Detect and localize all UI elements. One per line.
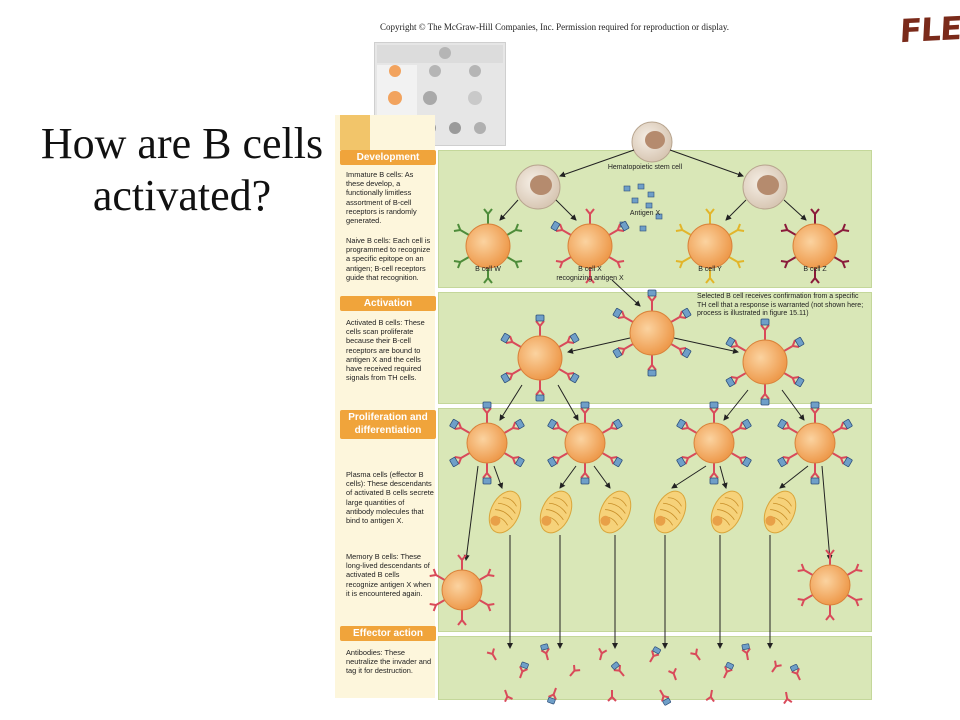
title-line-2: activated? (92, 171, 272, 220)
b-cell-z-label: B cell Z (803, 266, 827, 273)
stem-cell (631, 121, 673, 163)
plasma-cell-6 (757, 485, 803, 539)
b-cell-x-sublabel: recognizing antigen X (556, 275, 624, 282)
stage-activation-label: Activation (340, 296, 436, 311)
stage-effector-label: Effector action (340, 626, 436, 641)
stage-proliferation-label: Proliferation and differentiation (340, 410, 436, 439)
progenitor-cell-left (515, 164, 561, 210)
title-line-1: How are B cells (40, 119, 324, 168)
b-cell-y-label: B cell Y (698, 266, 722, 273)
activated-b-cell-center (611, 289, 693, 377)
antigen-x-label: Antigen X (629, 210, 661, 217)
b-cell-x (549, 208, 631, 284)
stage-development-label: Development (340, 150, 436, 165)
slide-title: How are B cells activated? (22, 118, 342, 222)
b-cell-y (674, 208, 746, 284)
overview-thumbnail (374, 42, 506, 146)
activated-b-cell-right (724, 318, 806, 406)
activated-b-cells-desc: Activated B cells: These cells scan prol… (346, 318, 425, 383)
plasma-cell-1 (482, 485, 528, 539)
progenitor-cell-right (742, 164, 788, 210)
plasma-cell-2 (533, 485, 579, 539)
plasma-cell-4 (647, 485, 693, 539)
memory-b-cell-left (428, 554, 496, 626)
proliferating-b-cell-1 (448, 401, 526, 485)
immature-b-cells-desc: Immature B cells: As these develop, a fu… (346, 170, 417, 226)
proliferating-b-cell-2 (546, 401, 624, 485)
proliferating-b-cell-4 (776, 401, 854, 485)
b-cell-w-label: B cell W (475, 266, 501, 273)
copyright-notice: Copyright © The McGraw-Hill Companies, I… (380, 22, 730, 32)
memory-b-cell-right (796, 549, 864, 621)
development-panel (438, 150, 872, 288)
antibody-molecules (486, 642, 805, 707)
memory-b-cells-desc: Memory B cells: These long-lived descend… (346, 552, 432, 598)
antibodies-desc: Antibodies: These neutralize the invader… (346, 648, 432, 676)
plasma-cells-desc: Plasma cells (effector B cells): These d… (346, 470, 434, 526)
stem-cell-label: Hematopoietic stem cell (607, 164, 683, 171)
proliferating-b-cell-3 (675, 401, 753, 485)
activated-b-cell-left (499, 314, 581, 402)
stage-sidebar (335, 115, 435, 698)
b-cell-z (779, 208, 851, 284)
b-cell-w (452, 208, 524, 284)
naive-b-cells-desc: Naive B cells: Each cell is programmed t… (346, 236, 431, 282)
plasma-cell-3 (592, 485, 638, 539)
plasma-cell-5 (704, 485, 750, 539)
activation-note: Selected B cell receives confirmation fr… (697, 293, 864, 318)
b-cell-x-label: B cell X (578, 266, 602, 273)
sidebar-tab (340, 115, 370, 150)
